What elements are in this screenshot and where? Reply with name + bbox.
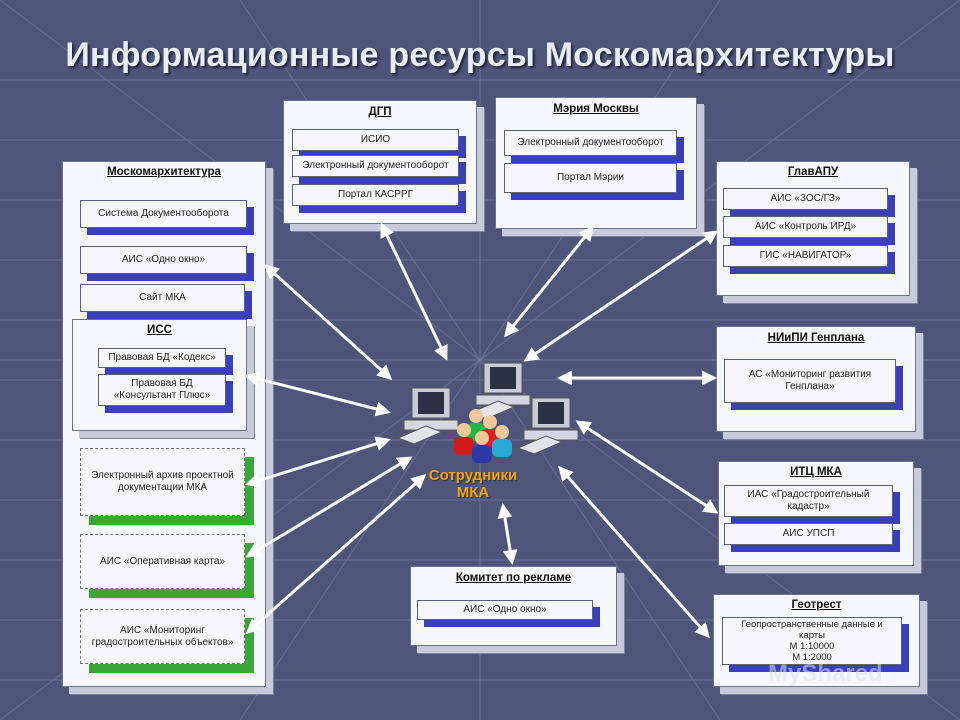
panel-title-iss: ИСС bbox=[147, 324, 172, 336]
item-kodeks: Правовая БД «Кодекс» bbox=[98, 348, 226, 368]
item-geodata: Геопространственные данные и карты М 1:1… bbox=[722, 617, 902, 665]
item-odno-okno-mka: АИС «Одно окно» bbox=[80, 246, 247, 274]
item-dgp-edo: Электронный документооборот bbox=[292, 155, 459, 177]
panel-meria: Мэрия Москвы Электронный документооборот… bbox=[495, 97, 697, 229]
item-sistema-doc: Система Документооборота bbox=[80, 200, 247, 228]
panel-title-geotrest: Геотрест bbox=[791, 599, 842, 611]
panel-title-niipi: НИиПИ Генплана bbox=[767, 332, 865, 344]
panel-glavapu: ГлавАПУ АИС «ЗОС/ГЗ» АИС «Контроль ИРД» … bbox=[716, 161, 910, 296]
item-konsultant: Правовая БД «Консультант Плюс» bbox=[98, 374, 226, 406]
item-monitoring-grad: АИС «Мониторинг градостроительных объект… bbox=[80, 609, 245, 664]
panel-reklama: Комитет по рекламе АИС «Одно окно» bbox=[410, 566, 617, 646]
item-operativnaya-karta: АИС «Оперативная карта» bbox=[80, 534, 245, 589]
item-odno-okno-reklama: АИС «Одно окно» bbox=[417, 600, 593, 620]
panel-iss: ИСС Правовая БД «Кодекс» Правовая БД «Ко… bbox=[72, 319, 247, 431]
panel-niipi: НИиПИ Генплана АС «Мониторинг развития Г… bbox=[716, 326, 916, 432]
item-kontrol-ird: АИС «Контроль ИРД» bbox=[723, 216, 888, 238]
panel-title-dgp: ДГП bbox=[368, 106, 392, 118]
panel-title-reklama: Комитет по рекламе bbox=[455, 572, 572, 584]
employees-label: Сотрудники МКА bbox=[428, 467, 518, 501]
item-kasrrg: Портал КАСРРГ bbox=[292, 184, 459, 206]
item-monitoring-genplan: АС «Мониторинг развития Генплана» bbox=[724, 359, 896, 403]
page-title: Информационные ресурсы Москомархитектуры bbox=[65, 36, 895, 74]
panel-title-mka: Москомархитектура bbox=[107, 166, 221, 178]
item-meria-portal: Портал Мэрии bbox=[504, 163, 677, 193]
item-isio: ИСИО bbox=[292, 129, 459, 151]
item-elektronnyi-arkhiv: Электронный архив проектной документации… bbox=[80, 448, 245, 516]
employees-computers-icon bbox=[396, 362, 579, 463]
watermark-logo: MyShared bbox=[768, 660, 883, 687]
item-meria-edo: Электронный документооборот bbox=[504, 130, 677, 156]
panel-title-itc: ИТЦ МКА bbox=[790, 466, 842, 478]
item-sait-mka: Сайт МКА bbox=[80, 284, 245, 312]
item-upsp: АИС УПСП bbox=[724, 523, 893, 545]
panel-geotrest: Геотрест Геопространственные данные и ка… bbox=[713, 594, 920, 687]
panel-dgp: ДГП ИСИО Электронный документооборот Пор… bbox=[283, 100, 477, 224]
item-zos-gz: АИС «ЗОС/ГЗ» bbox=[723, 188, 888, 210]
panel-itc: ИТЦ МКА ИАС «Градостроительный кадастр» … bbox=[718, 461, 914, 566]
panel-title-meria: Мэрия Москвы bbox=[553, 103, 639, 115]
panel-title-glavapu: ГлавАПУ bbox=[787, 166, 839, 178]
item-grad-kadastr: ИАС «Градостроительный кадастр» bbox=[724, 485, 893, 517]
item-navigator: ГИС «НАВИГАТОР» bbox=[723, 245, 888, 267]
